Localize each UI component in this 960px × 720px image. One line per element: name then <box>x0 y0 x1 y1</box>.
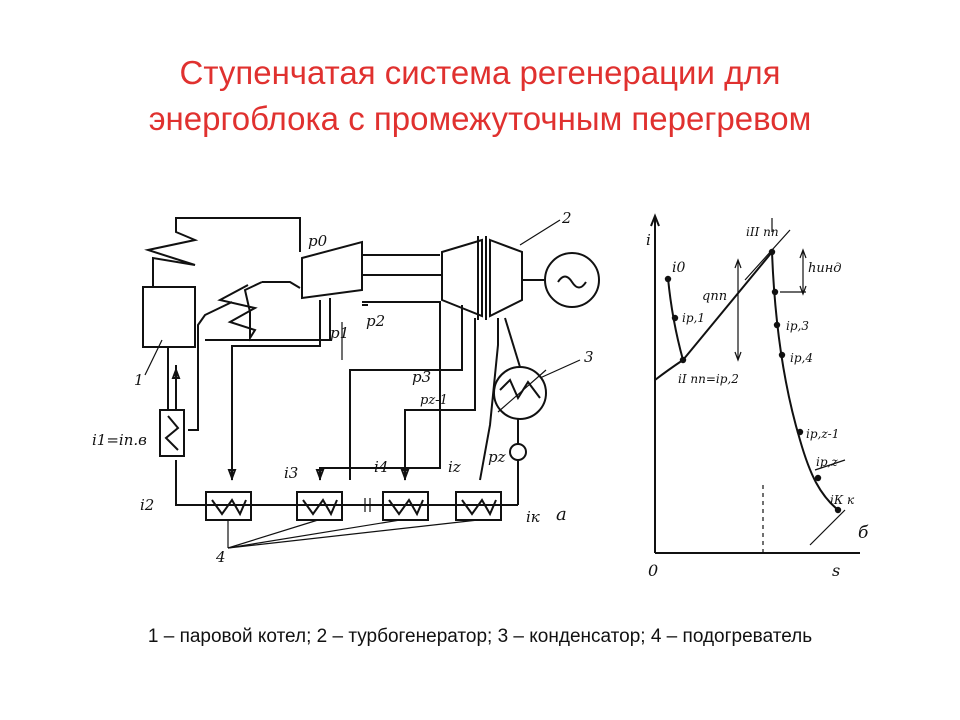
label-ik: iк <box>526 508 540 526</box>
label-i3: i3 <box>284 464 298 482</box>
label-hand: hинд <box>808 261 842 276</box>
label-pz: pz <box>488 448 506 466</box>
superheater-coil <box>144 217 301 287</box>
boiler-heater <box>159 409 185 457</box>
reheat-line <box>682 251 773 361</box>
label-iz: iz <box>448 458 461 476</box>
label-p2: p2 <box>366 312 385 330</box>
label-i0: i0 <box>672 260 685 276</box>
label-ip4: iр,4 <box>790 351 813 365</box>
label-2: 2 <box>561 209 572 227</box>
label-b: б <box>858 523 869 543</box>
title-line-1: Ступенчатая система регенерации для <box>179 54 781 91</box>
label-ipp1: iI пп=iр,2 <box>678 372 739 386</box>
schematic: p0 p1 p2 p3 pz-1 pz 1 2 3 4 i1=iп.в i2 i… <box>92 209 600 566</box>
label-1: 1 <box>134 371 144 389</box>
extraction-line-5 <box>479 318 499 481</box>
label-pz1: pz-1 <box>420 393 448 408</box>
label-ip3: iр,3 <box>786 319 809 333</box>
generator <box>544 252 600 308</box>
label-4: 4 <box>215 548 226 566</box>
extraction-line-1 <box>231 300 321 480</box>
label-origin: 0 <box>648 561 658 580</box>
label-i1: i1=iп.в <box>92 431 147 449</box>
label-ip1: iр,1 <box>682 311 705 325</box>
feedwater-line <box>175 460 518 506</box>
label-ipp2: iII пп <box>746 225 779 239</box>
label-qpp: qпп <box>702 289 727 304</box>
title-line-2: энергоблока с промежуточным перегревом <box>148 100 812 137</box>
reheater-coil <box>217 281 263 342</box>
extraction-line-4 <box>404 318 476 480</box>
label-i2: i2 <box>140 496 154 514</box>
caption: 1 – паровой котел; 2 – турбогенератор; 3… <box>147 626 813 647</box>
slide-title: Ступенчатая система регенерации для энер… <box>0 50 960 142</box>
heater-2 <box>296 491 343 521</box>
extraction-line-3 <box>349 305 463 480</box>
is-diagram: i s 0 б i0 iII пп iI пп=iр,2 iр,1 iр,3 i… <box>646 213 869 580</box>
label-a: а <box>556 504 567 525</box>
label-i4: i4 <box>374 458 388 476</box>
lp-turbine <box>441 238 483 318</box>
condensate-pump <box>509 443 527 461</box>
hp-turbine <box>301 240 363 300</box>
label-p3: p3 <box>412 368 431 386</box>
label-axis-s: s <box>832 561 840 580</box>
heater-4 <box>455 491 502 521</box>
label-ipz1: iр,z-1 <box>806 427 839 441</box>
label-3: 3 <box>584 348 594 366</box>
heater-3 <box>382 491 429 521</box>
label-p0: p0 <box>308 232 328 250</box>
label-ipz: iр,z <box>816 455 838 469</box>
label-p1: p1 <box>330 324 349 342</box>
expansion-line-lp <box>771 251 839 511</box>
label-ik: iК к <box>830 493 855 507</box>
boiler <box>142 286 196 348</box>
label-axis-i: i <box>646 231 651 249</box>
